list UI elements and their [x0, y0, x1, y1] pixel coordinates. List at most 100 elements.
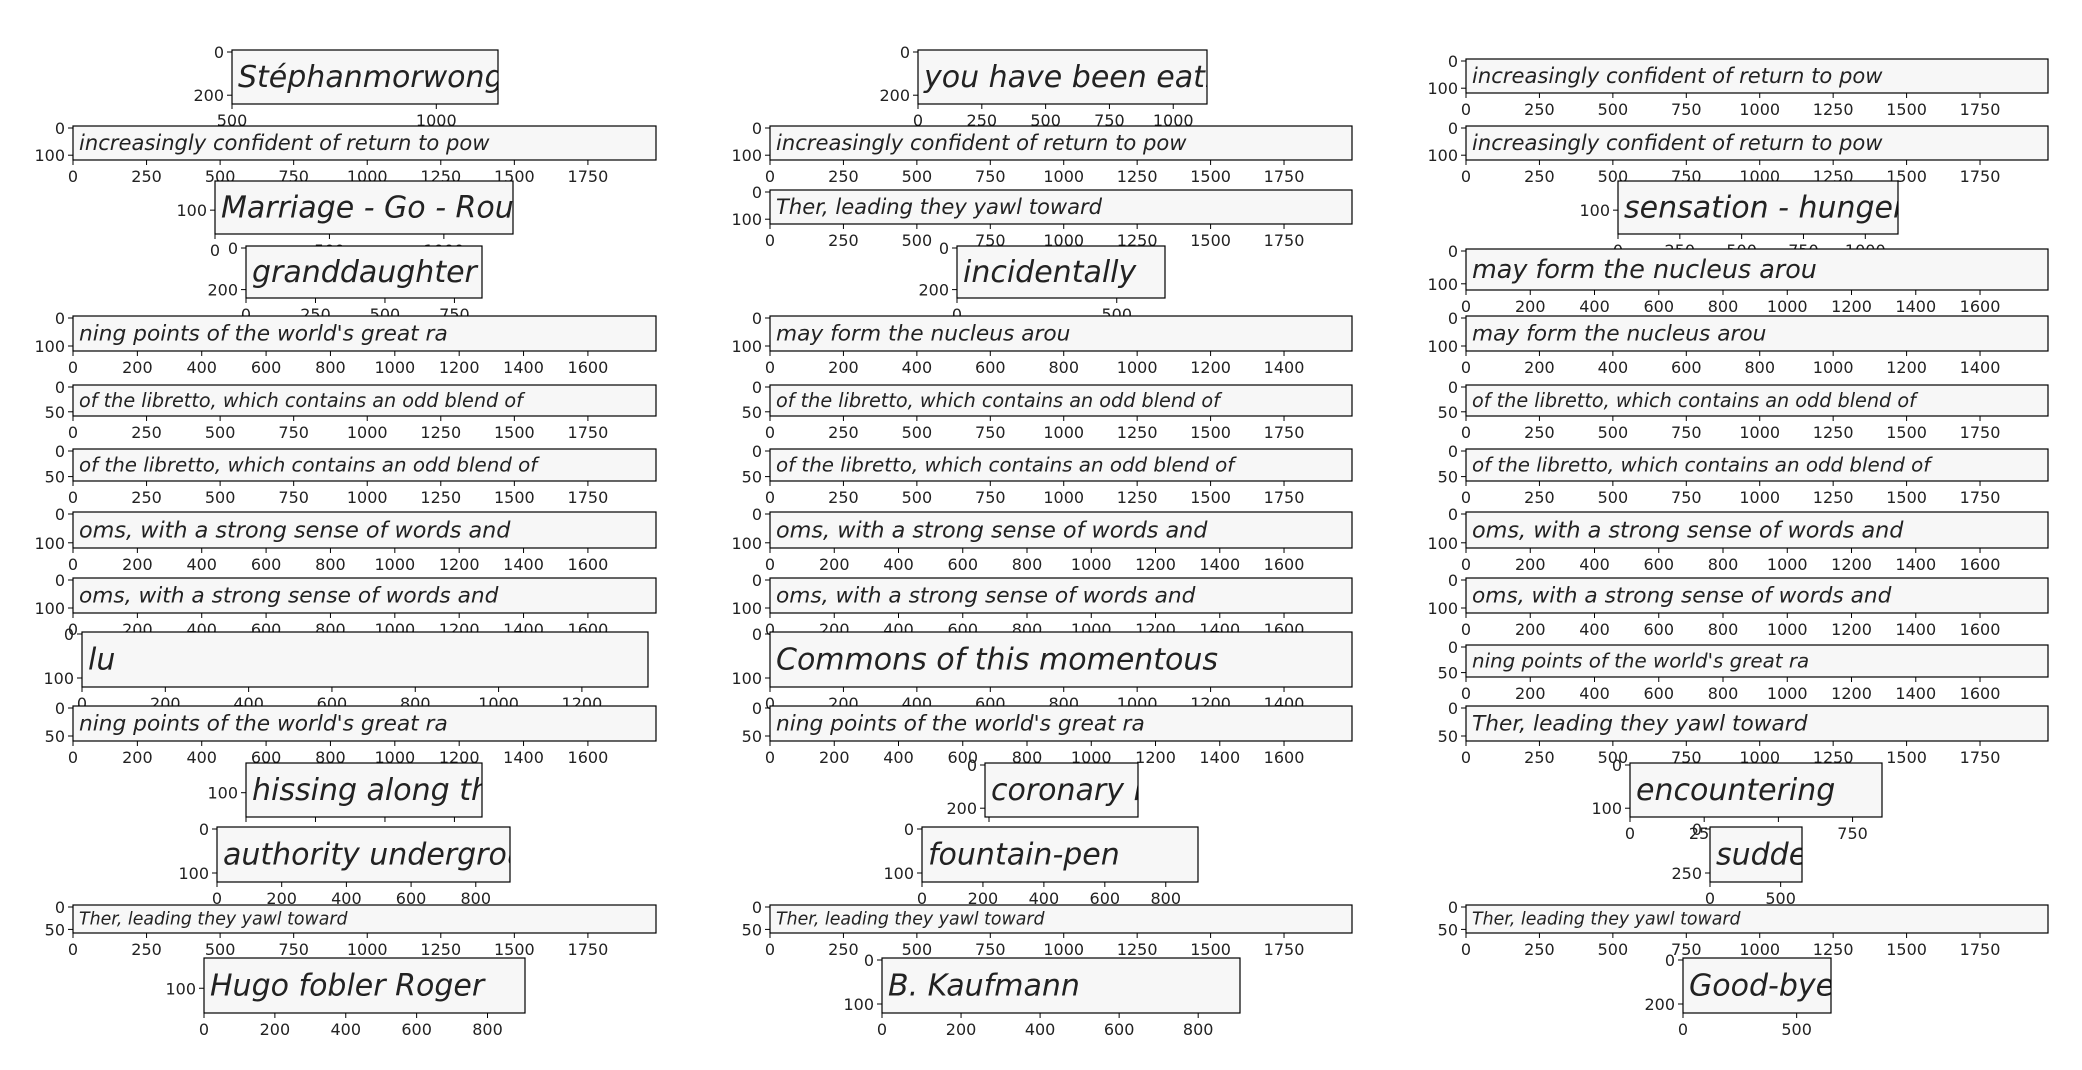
handwritten-text: oms, with a strong sense of words and — [79, 517, 511, 543]
axes-frame — [72, 511, 657, 549]
x-tick-label: 200 — [1524, 358, 1555, 377]
x-tick-label: 0 — [765, 694, 775, 713]
sample-image — [1466, 905, 2048, 933]
handwritten-text: ning points of the world's great ra — [79, 712, 448, 737]
sample-image — [770, 578, 1352, 613]
x-tick-label: 0 — [68, 488, 78, 507]
handwritten-text: may form the nucleus arou — [776, 322, 1070, 347]
x-tick-label: 1600 — [1960, 620, 2001, 639]
x-tick-label: 600 — [947, 555, 978, 574]
x-tick-label: 800 — [1183, 1020, 1214, 1039]
x-tick-label: 1000 — [1767, 555, 1808, 574]
y-tick-label: 50 — [45, 468, 65, 487]
x-tick-label: 1000 — [347, 488, 388, 507]
x-tick-label: 1400 — [1199, 555, 1240, 574]
x-tick-label: 1600 — [1960, 297, 2001, 316]
handwritten-text: granddaughter — [252, 255, 479, 290]
x-tick-label: 500 — [1781, 1020, 1812, 1039]
handwritten-text: oms, with a strong sense of words and — [1472, 584, 1892, 609]
sample-panel-c2r12: coronary bad02000 — [946, 756, 1139, 843]
x-tick-label: 250 — [828, 231, 859, 250]
x-tick-label: 800 — [1708, 555, 1739, 574]
x-tick-label: 0 — [765, 423, 775, 442]
sample-image — [73, 706, 656, 741]
x-tick-label: 200 — [968, 889, 999, 908]
sample-image — [204, 958, 525, 1013]
sample-image — [1630, 763, 1882, 817]
x-tick-label: 200 — [819, 555, 850, 574]
y-tick-label: 50 — [742, 727, 762, 746]
x-tick-label: 200 — [260, 1020, 291, 1039]
sample-image — [770, 190, 1352, 224]
x-tick-label: 1600 — [568, 748, 609, 767]
x-tick-label: 1000 — [374, 748, 415, 767]
x-tick-label: 1000 — [347, 940, 388, 959]
y-tick-label: 0 — [55, 309, 65, 328]
axes-frame — [769, 315, 1353, 352]
x-tick-label: 1000 — [1117, 358, 1158, 377]
x-tick-label: 1250 — [1117, 940, 1158, 959]
y-tick-label: 50 — [742, 468, 762, 487]
axes-frame — [1465, 904, 2049, 934]
y-tick-label: 0 — [1448, 638, 1458, 657]
handwritten-text: Good-bye — [1689, 968, 1834, 1003]
x-tick-label: 1000 — [416, 111, 457, 130]
x-tick-label: 0 — [765, 488, 775, 507]
x-tick-label: 1000 — [1071, 555, 1112, 574]
axes-frame — [203, 957, 526, 1014]
x-tick-label: 0 — [1461, 555, 1471, 574]
handwritten-text: lu — [88, 642, 115, 677]
y-tick-label: 0 — [55, 119, 65, 138]
x-tick-label: 750 — [975, 167, 1006, 186]
x-tick-label: 400 — [1579, 297, 1610, 316]
axes-frame — [921, 826, 1199, 883]
x-tick-label: 1750 — [1264, 167, 1305, 186]
x-tick-label: 1500 — [494, 488, 535, 507]
x-tick-label: 1250 — [1813, 423, 1854, 442]
sample-image — [73, 905, 656, 933]
axes-frame — [245, 762, 483, 818]
x-tick-label: 800 — [1012, 555, 1043, 574]
x-tick-label: 0 — [1461, 358, 1471, 377]
x-tick-label: 600 — [1643, 620, 1674, 639]
y-tick-label: 0 — [967, 756, 977, 775]
x-tick-label: 250 — [1524, 167, 1555, 186]
sample-image — [1466, 126, 2048, 160]
y-tick-label: 50 — [1438, 664, 1458, 683]
sample-image — [1466, 512, 2048, 548]
y-tick-label: 0 — [55, 442, 65, 461]
sample-image — [73, 316, 656, 351]
x-tick-label: 1000 — [1739, 748, 1780, 767]
handwritten-text: Ther, leading they yawl toward — [1472, 712, 1808, 737]
axes-frame — [72, 448, 657, 482]
axes-frame — [1465, 248, 2049, 291]
x-tick-label: 1750 — [568, 488, 609, 507]
sample-panel-c2r2: increasingly confident of return to pow0… — [731, 119, 1353, 186]
x-tick-label: 600 — [1643, 684, 1674, 703]
y-tick-label: 0 — [752, 625, 762, 644]
x-tick-label: 1750 — [1960, 100, 2001, 119]
x-tick-label: 1500 — [1886, 488, 1927, 507]
x-tick-label: 1000 — [1043, 940, 1084, 959]
sample-panel-c2r6: of the libretto, which contains an odd b… — [742, 378, 1353, 442]
x-tick-label: 200 — [819, 748, 850, 767]
handwritten-text: you have been eating you — [923, 60, 1316, 95]
x-tick-label: 1250 — [1813, 748, 1854, 767]
x-tick-label: 1200 — [1886, 358, 1927, 377]
x-tick-label: 250 — [1524, 940, 1555, 959]
x-tick-label: 800 — [315, 748, 346, 767]
x-tick-label: 1250 — [420, 423, 461, 442]
x-tick-label: 0 — [1461, 100, 1471, 119]
sample-image — [1466, 316, 2048, 351]
axes-frame — [881, 957, 1241, 1014]
y-tick-label: 250 — [1671, 864, 1702, 883]
y-tick-label: 50 — [45, 920, 65, 939]
x-tick-label: 1400 — [503, 358, 544, 377]
x-tick-label: 400 — [883, 748, 914, 767]
x-tick-label: 0 — [1461, 684, 1471, 703]
y-tick-label: 100 — [1579, 201, 1610, 220]
axes-frame — [245, 245, 483, 299]
